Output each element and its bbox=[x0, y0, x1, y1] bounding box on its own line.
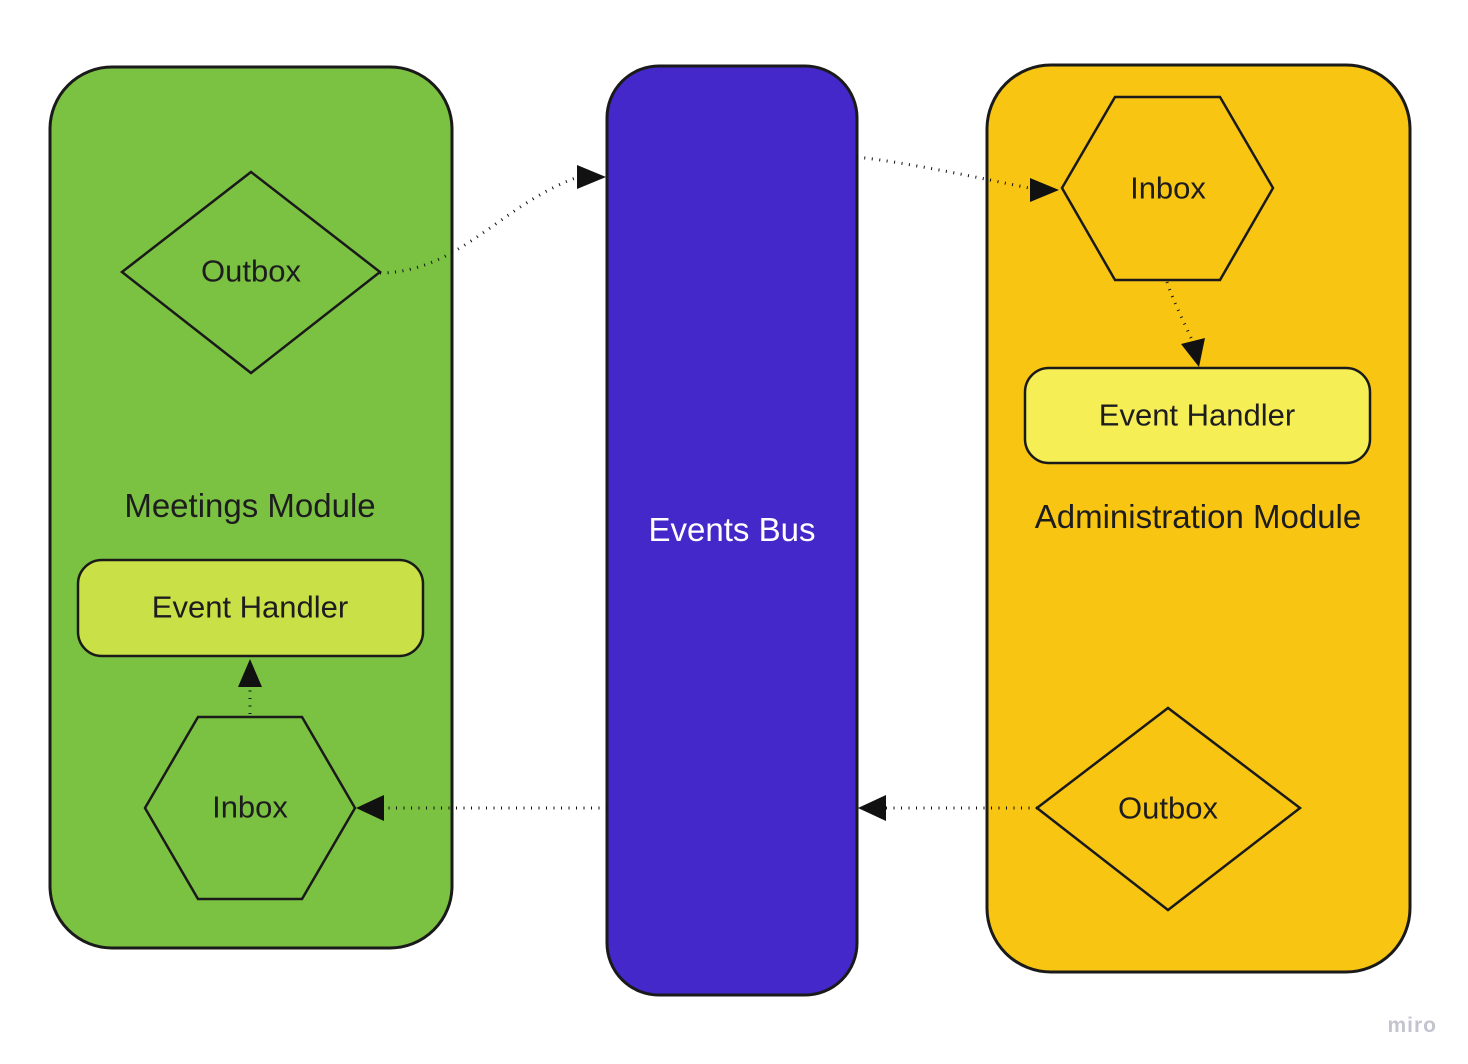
meetings-outbox-label: Outbox bbox=[201, 253, 301, 289]
meetings-event-handler-label: Event Handler bbox=[151, 589, 349, 625]
arrowhead-icon bbox=[577, 165, 606, 189]
administration-inbox-hexagon[interactable] bbox=[1060, 95, 1275, 282]
administration-outbox-label: Outbox bbox=[1118, 790, 1218, 826]
events-bus-title: Events Bus bbox=[648, 511, 816, 549]
connector-administration-inbox-to-event-handler[interactable] bbox=[1165, 281, 1205, 367]
administration-module-shape[interactable] bbox=[985, 63, 1412, 974]
administration-event-handler-shape[interactable] bbox=[1023, 366, 1372, 465]
meetings-inbox-hexagon[interactable] bbox=[143, 715, 357, 901]
arrowhead-icon bbox=[238, 659, 262, 687]
arrowhead-icon bbox=[858, 795, 886, 821]
administration-outbox-diamond[interactable] bbox=[1034, 706, 1303, 912]
arrowhead-icon bbox=[1181, 338, 1205, 367]
connector-meetings-inbox-to-event-handler[interactable] bbox=[238, 659, 262, 714]
arrowhead-icon bbox=[356, 795, 384, 821]
connector-events-bus-to-administration-inbox[interactable] bbox=[856, 155, 1059, 202]
connector-administration-outbox-to-events-bus[interactable] bbox=[858, 795, 1037, 821]
meetings-inbox-label: Inbox bbox=[212, 789, 288, 825]
connector-events-bus-to-meetings-inbox[interactable] bbox=[356, 795, 607, 821]
miro-watermark: miro bbox=[1387, 1014, 1437, 1037]
events-bus-shape[interactable] bbox=[605, 64, 859, 997]
arrowhead-icon bbox=[1030, 178, 1059, 202]
meetings-module-title: Meetings Module bbox=[124, 487, 376, 525]
administration-event-handler-label: Event Handler bbox=[1098, 397, 1296, 433]
meetings-event-handler-shape[interactable] bbox=[76, 558, 425, 658]
connector-meetings-outbox-to-events-bus[interactable] bbox=[379, 165, 606, 275]
administration-module-title: Administration Module bbox=[1034, 498, 1362, 536]
administration-inbox-label: Inbox bbox=[1130, 170, 1206, 206]
